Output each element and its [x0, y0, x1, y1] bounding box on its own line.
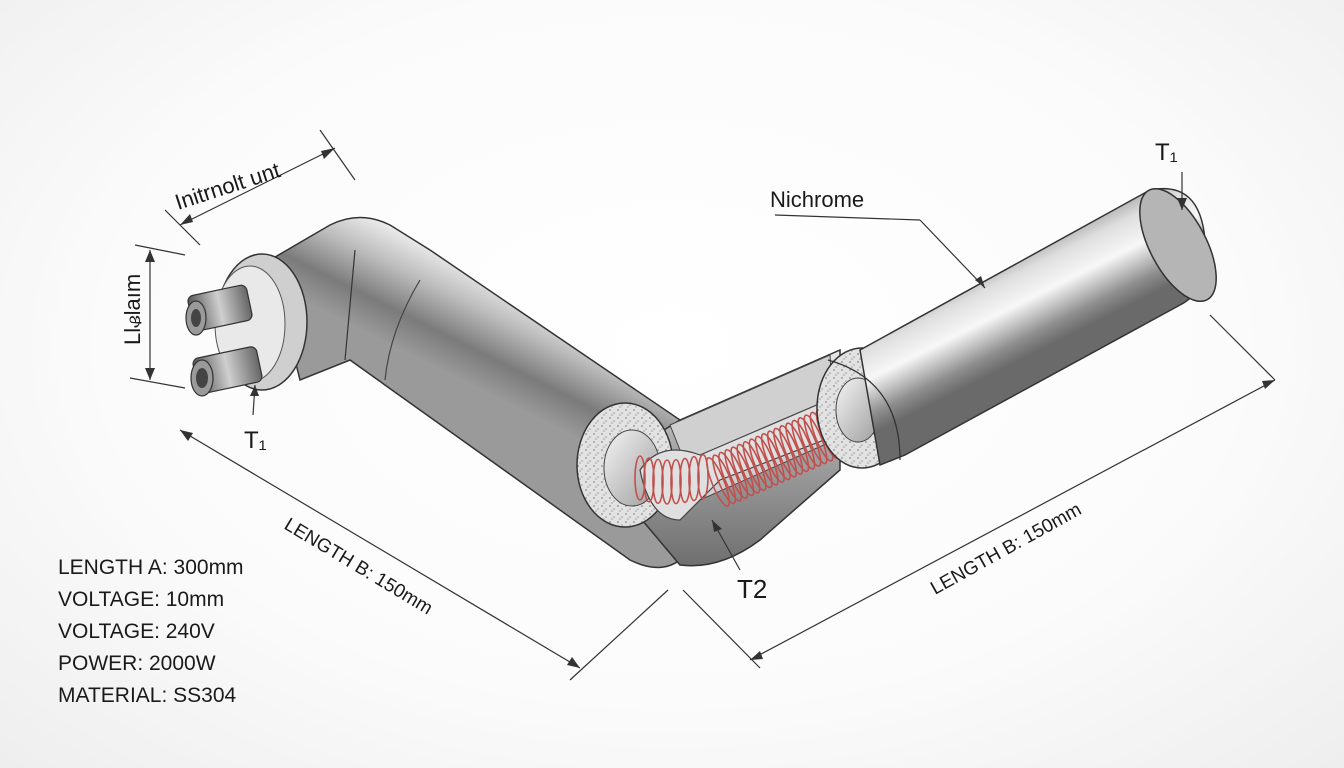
- coil-turn: [766, 430, 791, 481]
- label-t1-left: T₁: [244, 427, 267, 454]
- label-length-b-right: LENGTH B: 150mm: [927, 499, 1085, 599]
- coil-turn: [634, 455, 646, 501]
- spec-voltage-1: VOLTAGE: 10mm: [58, 588, 225, 611]
- coil-turn: [760, 432, 785, 484]
- label-nichrome: Nichrome: [770, 187, 864, 212]
- coil-turn: [712, 454, 737, 505]
- coil-turn: [730, 446, 755, 497]
- coil-turn: [773, 427, 798, 478]
- label-left-vertical: Llᏸlaım: [120, 274, 145, 345]
- coil-turn: [748, 438, 773, 489]
- coil-turn: [697, 453, 709, 500]
- coil-turn: [718, 451, 743, 502]
- coil-turn: [661, 459, 673, 505]
- spec-length-a: LENGTH A: 300mm: [58, 556, 244, 579]
- label-top-left: Initrnolt unt: [172, 157, 283, 214]
- spec-power: POWER: 2000W: [58, 652, 216, 675]
- pipe-right-segment: [827, 187, 1217, 467]
- label-t1-right: T₁: [1155, 139, 1178, 166]
- coil-turn: [779, 424, 804, 476]
- coil-turn: [670, 458, 682, 505]
- coil-turn: [688, 455, 700, 502]
- spec-list: LENGTH A: 300mm VOLTAGE: 10mm VOLTAGE: 2…: [58, 552, 244, 712]
- coil-turn: [652, 458, 664, 505]
- coil-turn: [736, 443, 761, 494]
- coil-turn: [754, 435, 779, 486]
- coil-turn: [785, 422, 810, 473]
- coil-turn: [791, 419, 816, 470]
- coil-turn: [679, 457, 691, 504]
- label-t2: T2: [737, 574, 767, 604]
- coil-turn: [797, 416, 822, 468]
- coil-turn: [724, 448, 749, 500]
- terminal-upper: [185, 284, 253, 336]
- coil-turn: [803, 414, 828, 465]
- terminal-lower: [190, 346, 263, 397]
- coil-turn: [742, 440, 767, 492]
- label-length-b-left: LENGTH B: 150mm: [280, 514, 436, 619]
- coil-turn: [643, 457, 655, 503]
- dimension-lines: [129, 129, 1276, 681]
- coil-turn: [705, 456, 731, 508]
- spec-voltage-2: VOLTAGE: 240V: [58, 620, 215, 643]
- spec-material: MATERIAL: SS304: [58, 684, 237, 707]
